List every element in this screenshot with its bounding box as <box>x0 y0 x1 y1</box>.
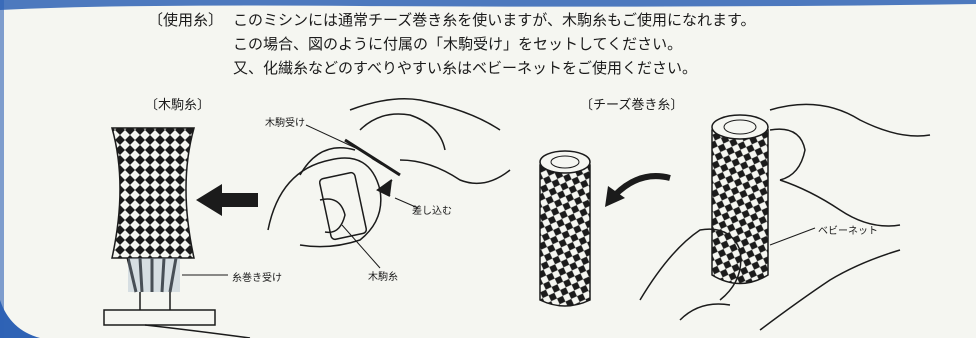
hands-insert-figure <box>267 98 511 269</box>
insert-arrow-icon <box>376 179 393 197</box>
wooden-spool-figure <box>103 127 251 338</box>
instruction-line-3: 又、化繊糸などのすべりやすい糸はベビーネットをご使用ください。 <box>233 59 697 77</box>
label-baby-net: ベビーネット <box>818 226 878 237</box>
instruction-line-1: 〔使用糸〕このミシンには通常チーズ巻き糸を使いますが、木駒糸もご使用になれます。 <box>148 8 948 32</box>
instruction-text-1: このミシンには通常チーズ巻き糸を使いますが、木駒糸もご使用になれます。 <box>233 11 756 29</box>
usage-instructions: 〔使用糸〕このミシンには通常チーズ巻き糸を使いますが、木駒糸もご使用になれます。… <box>148 8 948 80</box>
arrow-left-icon <box>196 184 258 216</box>
label-spool-thread: 木駒糸 <box>368 272 398 283</box>
cheese-spool-figure <box>539 150 591 307</box>
label-insert: 差し込む <box>412 206 452 217</box>
section-heading: 〔使用糸〕 <box>148 11 224 29</box>
label-spool-holder: 木駒受け <box>265 118 305 129</box>
instruction-line-2: この場合、図のように付属の「木駒受け」をセットしてください。 <box>233 35 683 53</box>
figure-title-cheese-spool: 〔チーズ巻き糸〕 <box>580 98 684 113</box>
hands-net-figure <box>639 103 931 331</box>
figure-title-wooden-spool: 〔木駒糸〕 <box>145 98 211 113</box>
curved-arrow-icon <box>605 173 671 207</box>
label-thread-receiver: 糸巻き受け <box>232 273 282 284</box>
